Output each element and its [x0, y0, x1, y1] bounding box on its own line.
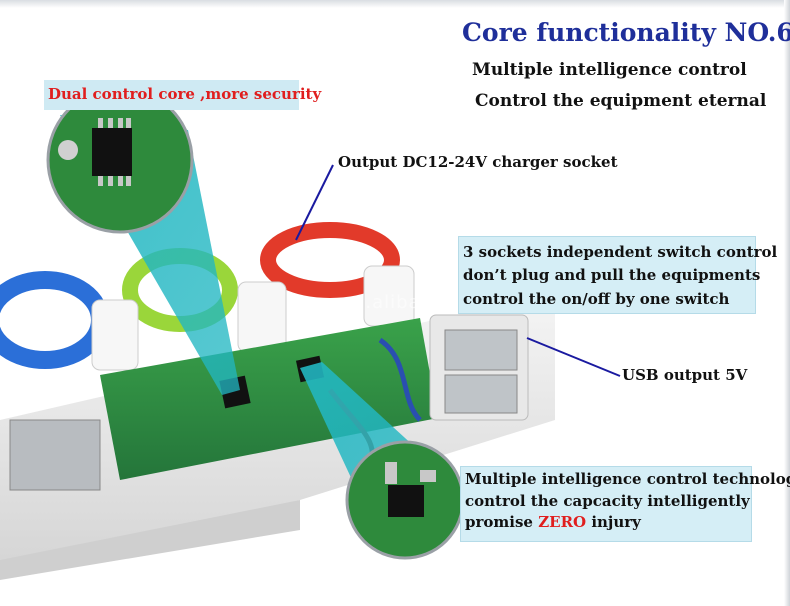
left-metal-bracket	[9, 419, 101, 491]
leader-dc-socket	[295, 164, 334, 241]
callout-sockets-line-3: control the on/off by one switch	[463, 290, 730, 308]
top-border	[0, 0, 790, 8]
pcb-board	[100, 318, 438, 480]
callout-intelligence-line-1: Multiple intelligence control technology	[465, 470, 790, 488]
zero-prefix: promise	[465, 513, 539, 531]
callout-control-core-text: Dual control core ,more security	[48, 85, 322, 103]
zero-highlight: ZERO	[538, 513, 587, 531]
callout-dc-socket: Output DC12-24V charger socket	[338, 153, 618, 171]
callout-sockets-line-1: 3 sockets independent switch control	[463, 243, 778, 261]
blue-ring	[0, 271, 109, 369]
red-ring	[260, 222, 400, 298]
watermark: rogo.en.alibaba.com	[290, 292, 494, 313]
right-border	[784, 0, 790, 606]
zoom-chip-top	[92, 128, 132, 176]
subtitle-line-2: Control the equipment eternal	[475, 91, 767, 111]
standoff-1	[91, 299, 139, 371]
leader-usb	[526, 337, 621, 377]
callout-intelligence-line-2: control the capcacity intelligently	[465, 492, 750, 510]
page-title: Core functionality NO.6	[462, 18, 790, 47]
standoff-2	[237, 281, 287, 353]
callout-intelligence-line-3: promise ZERO injury	[465, 513, 641, 531]
housing-front	[0, 500, 300, 580]
callout-sockets-line-2: don’t plug and pull the equipments	[463, 266, 761, 284]
usb-port-2	[444, 374, 518, 414]
usb-port-1	[444, 329, 518, 371]
subtitle-line-1: Multiple intelligence control	[472, 60, 747, 80]
callout-sockets: 3 sockets independent switch control don…	[458, 236, 777, 314]
zoom-chip-bottom	[388, 485, 424, 517]
callout-intelligence: Multiple intelligence control technology…	[460, 466, 790, 542]
callout-usb: USB output 5V	[622, 366, 748, 384]
zero-suffix: injury	[586, 513, 641, 531]
callout-control-core: Dual control core ,more security	[44, 80, 321, 110]
